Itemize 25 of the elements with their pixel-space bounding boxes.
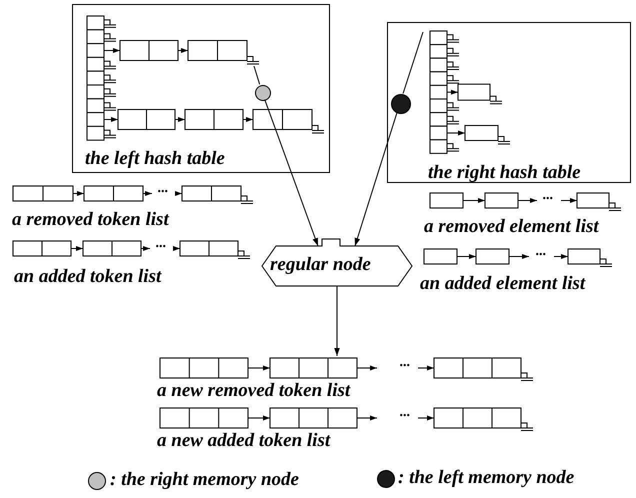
ellipsis: ... — [158, 182, 168, 196]
legend-label: : the left memory node — [398, 468, 574, 487]
hash-table-panel — [72, 4, 330, 173]
arrow — [354, 112, 398, 246]
list-caption: an added token list — [14, 267, 162, 286]
node-label: regular node — [270, 255, 371, 274]
panel-caption: the left hash table — [85, 149, 225, 168]
panel-caption: the right hash table — [428, 163, 581, 182]
memory-node-circle — [255, 85, 271, 101]
ellipsis: ... — [400, 406, 410, 420]
ellipsis: ... — [400, 356, 410, 370]
legend-label: : the right memory node — [110, 470, 299, 489]
regular-node-hexagon — [262, 238, 412, 286]
ellipsis: ... — [156, 236, 166, 250]
list-caption: an added element list — [420, 274, 586, 293]
list-caption: a removed token list — [12, 210, 169, 229]
list-caption: a removed element list — [424, 217, 599, 236]
arrow — [264, 99, 318, 246]
ellipsis: ... — [536, 244, 546, 258]
list-caption: a new removed token list — [157, 381, 350, 400]
arrow — [334, 286, 340, 356]
list-caption: a new added token list — [157, 431, 330, 450]
memory-node-circle — [391, 94, 411, 114]
ellipsis: ... — [543, 188, 554, 202]
hash-table-panel — [387, 22, 631, 183]
